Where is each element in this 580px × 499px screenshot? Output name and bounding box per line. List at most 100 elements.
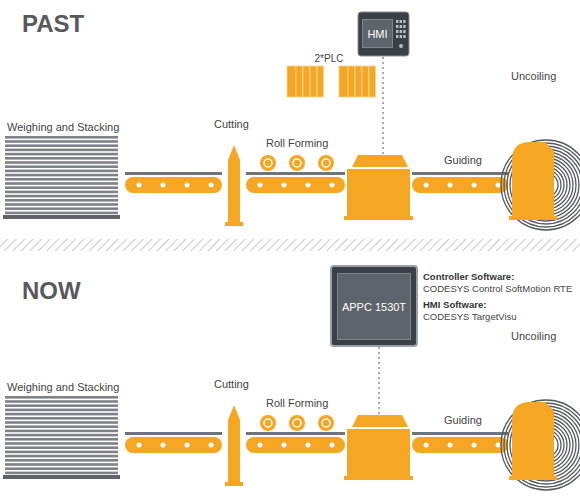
sheet [5, 140, 118, 143]
sheet [5, 157, 118, 160]
hmi-key [396, 30, 398, 33]
coil [501, 400, 580, 490]
device-label: HMI [367, 28, 387, 40]
sheet-strip [125, 432, 222, 435]
sheet-strip [125, 172, 222, 175]
sheet [5, 446, 118, 449]
sheet [5, 207, 118, 210]
uncoiler-stand [512, 402, 554, 480]
machine-base [344, 216, 413, 220]
sheet [5, 203, 118, 206]
conveyor-dot [161, 183, 166, 188]
hmi-key [400, 20, 402, 23]
hmi-key [396, 25, 398, 28]
coil-winding [501, 140, 580, 230]
panel-pc-screen: APPC 1530T [337, 273, 411, 340]
station-label: Roll Forming [266, 397, 328, 410]
hmi-key [396, 35, 398, 38]
uncoiler-stand [512, 142, 554, 220]
conveyor-dot [496, 183, 501, 188]
coil-winding [504, 403, 580, 487]
plc-module [296, 66, 303, 97]
coil-winding [504, 143, 580, 227]
conveyor-dot [185, 443, 190, 448]
sheet-strip [246, 432, 345, 435]
station-label: Uncoiling [511, 330, 556, 343]
sheet [5, 174, 118, 177]
conveyor [125, 437, 222, 453]
plc-module [310, 66, 317, 97]
sheet [5, 178, 118, 181]
coil [501, 140, 580, 230]
conveyor [246, 437, 345, 453]
conveyor-dot [258, 443, 263, 448]
hmi-key [403, 25, 405, 28]
roller-hub [293, 159, 301, 167]
blade-base [225, 482, 243, 486]
hmi-screen: HMI [362, 19, 393, 48]
conveyor-dot [472, 183, 477, 188]
coil-winding [501, 400, 580, 490]
sheet-stack [5, 396, 118, 478]
sheet [5, 161, 118, 164]
conveyor-dot [330, 443, 335, 448]
device-label: APPC 1530T [342, 301, 406, 313]
roller-hub [264, 159, 272, 167]
conveyor-dot [330, 183, 335, 188]
sheet [5, 413, 118, 416]
conveyor-dot [424, 443, 429, 448]
sheet-stack [5, 136, 118, 218]
sheet [5, 165, 118, 168]
hmi-housing [358, 12, 409, 56]
sheet [5, 191, 118, 194]
software-name: CODESYS TargetVisu [423, 311, 517, 322]
conveyor-dot [161, 443, 166, 448]
station-label: Weighing and Stacking [7, 121, 119, 134]
hmi-button [399, 44, 403, 48]
stand-base [509, 476, 557, 480]
sheet-strip [412, 432, 508, 435]
machine-box [347, 429, 410, 478]
stack-base [3, 475, 120, 479]
sheet [5, 451, 118, 454]
conveyor-dot [424, 183, 429, 188]
sheet [5, 149, 118, 152]
conveyor [412, 177, 508, 193]
blade-base [225, 222, 243, 226]
station-label: Cutting [214, 378, 249, 391]
roller [289, 415, 305, 431]
plc-module [369, 66, 376, 97]
panel-heading: PAST [22, 10, 84, 39]
machine-top [352, 155, 408, 167]
sheet [5, 438, 118, 441]
station-label: Roll Forming [266, 137, 328, 150]
hmi-key [403, 20, 405, 23]
conveyor-dot [448, 183, 453, 188]
sheet [5, 144, 118, 147]
sheet [5, 430, 118, 433]
sheet [5, 434, 118, 437]
roller [260, 155, 276, 171]
hmi-key [400, 35, 402, 38]
conveyor [125, 177, 222, 193]
hmi-key [403, 35, 405, 38]
sheet [5, 472, 118, 475]
conveyor [412, 437, 508, 453]
conveyor-dot [258, 183, 263, 188]
conveyor-dot [137, 183, 142, 188]
software-heading: Controller Software: [423, 271, 514, 282]
sheet [5, 400, 118, 403]
roller [289, 155, 305, 171]
sheet [5, 195, 118, 198]
roller-hub [322, 419, 330, 427]
conveyor-dot [209, 443, 214, 448]
station-label: Uncoiling [511, 70, 556, 83]
roller-hub [264, 419, 272, 427]
stack-base [3, 215, 120, 219]
plc-module [287, 66, 296, 97]
conveyor-dot [448, 443, 453, 448]
sheet [5, 153, 118, 156]
hmi-key [396, 20, 398, 23]
sheet [5, 182, 118, 185]
